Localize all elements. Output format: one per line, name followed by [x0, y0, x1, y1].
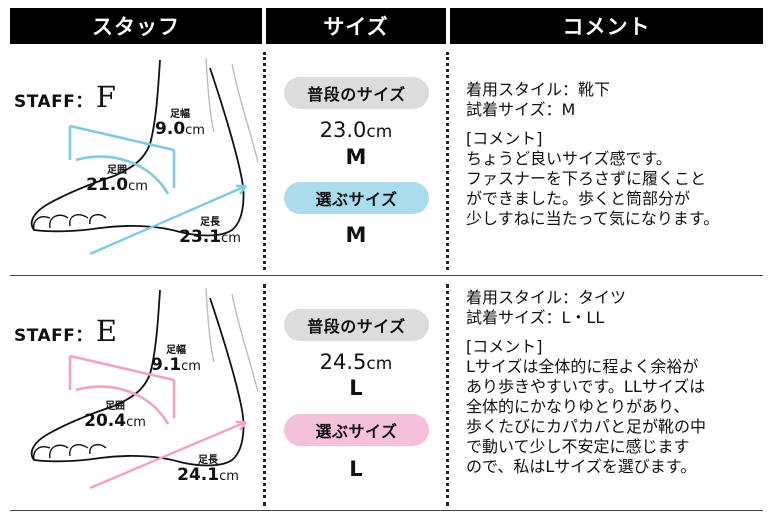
leg-outline-back — [179, 67, 245, 237]
staff-f-label: STAFF： F — [14, 80, 117, 114]
staff-f-chosen-size: M — [345, 223, 367, 247]
second-foot — [205, 287, 259, 393]
staff-f-chosen-size-badge: 選ぶサイズ — [284, 182, 429, 214]
comment-line: 着用スタイル：タイツ — [466, 288, 627, 307]
comment-line: 試着サイズ：L・LL — [466, 308, 605, 327]
bottom-divider — [10, 510, 763, 511]
girth-marker — [75, 385, 170, 425]
leg-outline-back — [179, 297, 245, 467]
comment-line: ので、私はLサイズを選びます。 — [466, 457, 697, 476]
staff-f-length: 足長 23.1cm — [179, 217, 241, 247]
second-foot — [205, 57, 259, 163]
staff-e-usual-letter: L — [349, 376, 363, 400]
staff-e-chosen-size: L — [349, 457, 363, 481]
staff-e-width: 足幅 9.1cm — [151, 345, 201, 375]
girth-marker — [75, 155, 170, 195]
comment-line: 試着サイズ：M — [466, 100, 576, 119]
column-divider-1 — [263, 52, 266, 270]
width-marker — [68, 354, 176, 418]
comment-line: で動いて少し不安定に感じます — [466, 437, 690, 456]
comment-line: ができました。歩くと筒部分が — [466, 189, 691, 208]
staff-e-label: STAFF： E — [14, 314, 118, 348]
comment-line: 着用スタイル：靴下 — [466, 80, 611, 99]
comment-line: ちょうど良いサイズ感です。 — [466, 149, 672, 168]
comment-line: ファスナーを下ろさずに履くこと — [466, 169, 707, 188]
comment-line: [コメント] — [466, 129, 543, 148]
width-marker — [68, 124, 176, 188]
column-divider-1b — [263, 284, 266, 506]
staff-f-girth: 足囲 21.0cm — [86, 165, 148, 195]
staff-f-width: 足幅 9.0cm — [155, 109, 205, 139]
header-staff: スタッフ — [10, 8, 262, 44]
comment-line: 全体的にかなりゆとりがあり、 — [466, 397, 690, 416]
column-divider-2 — [446, 52, 449, 270]
comment-line: 少しすねに当たって気になります。 — [466, 209, 720, 228]
foot-outline — [30, 175, 181, 233]
header-comment: コメント — [450, 8, 763, 44]
staff-e-usual-size-badge: 普段のサイズ — [284, 309, 429, 341]
length-arrowhead — [236, 420, 247, 431]
length-marker — [89, 184, 247, 256]
column-divider-2b — [446, 284, 449, 506]
comment-line: [コメント] — [466, 337, 543, 356]
row-divider — [10, 275, 763, 276]
staff-e-chosen-size-badge: 選ぶサイズ — [284, 414, 429, 446]
staff-e-length: 足長 24.1cm — [177, 455, 239, 485]
staff-f-usual-size: 23.0cm — [319, 118, 393, 142]
foot-illustration-e — [30, 287, 259, 490]
staff-e-girth: 足囲 20.4cm — [84, 401, 146, 431]
staff-f-letter: F — [95, 80, 117, 114]
toes — [33, 213, 107, 231]
staff-f-comment: 着用スタイル：靴下 試着サイズ：M [コメント] ちょうど良いサイズ感です。 フ… — [466, 80, 764, 229]
staff-e-comment: 着用スタイル：タイツ 試着サイズ：L・LL [コメント] Lサイズは全体的に程よ… — [466, 288, 764, 477]
staff-e-letter: E — [95, 314, 118, 348]
comment-line: Lサイズは全体的に程よく余裕が — [466, 357, 699, 376]
foot-illustration-f — [30, 57, 259, 256]
staff-f-usual-size-badge: 普段のサイズ — [284, 77, 429, 109]
length-arrowhead — [236, 184, 247, 195]
staff-f-usual-letter: M — [345, 145, 367, 169]
comment-line: あり歩きやすいです。LLサイズは — [466, 377, 706, 396]
length-marker — [89, 420, 247, 490]
foot-outline — [30, 405, 181, 463]
header-size: サイズ — [266, 8, 446, 44]
toes — [33, 443, 107, 461]
staff-e-usual-size: 24.5cm — [319, 350, 393, 374]
comment-line: 歩くたびにカパカパと足が靴の中 — [466, 417, 707, 436]
